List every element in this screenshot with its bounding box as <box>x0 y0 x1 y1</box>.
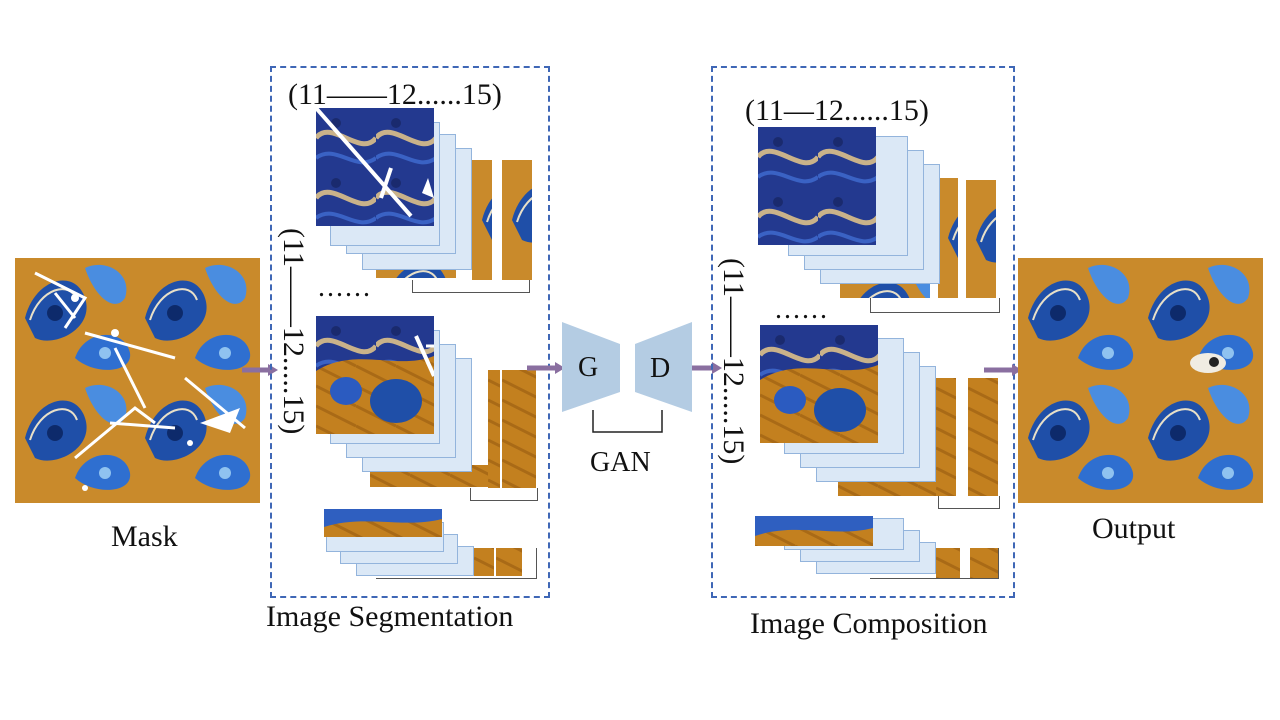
seg-strip-3b <box>496 548 522 576</box>
generator-label: G <box>578 352 599 383</box>
output-label: Output <box>1092 512 1176 545</box>
seg-strip-2b <box>502 370 536 488</box>
comp-strip-2a <box>936 378 956 496</box>
comp-strip-3a <box>936 548 960 578</box>
seg-bracket-2 <box>470 488 538 501</box>
comp-bracket-3 <box>870 548 999 579</box>
seg-strip-3a <box>474 548 494 576</box>
segmentation-range-side: (11——12.....15) <box>277 228 310 435</box>
generator-block <box>562 322 620 412</box>
seg-image-3 <box>324 509 442 537</box>
gan-diagram <box>562 322 692 433</box>
gan-label: GAN <box>590 447 651 478</box>
discriminator-label: D <box>650 353 671 384</box>
segmentation-ellipsis: ...... <box>318 272 372 303</box>
seg-strip-1c <box>502 160 532 280</box>
comp-bracket-2 <box>938 496 1000 509</box>
composition-box <box>711 66 1015 598</box>
seg-image-2 <box>316 316 434 434</box>
composition-range-top: (11—12......15) <box>745 94 929 127</box>
gan-bracket <box>592 410 663 433</box>
composition-range-side: (11——12.....15) <box>717 258 750 465</box>
arrow-gan-to-composition <box>692 362 722 374</box>
segmentation-range-top: (11——12......15) <box>288 78 502 111</box>
comp-strip-1c <box>966 180 996 298</box>
segmentation-label: Image Segmentation <box>266 600 514 633</box>
seg-bracket-1 <box>412 280 530 293</box>
mask-image-graphic <box>15 258 260 503</box>
seg-bracket-3 <box>376 548 537 579</box>
seg-image-1 <box>316 108 434 226</box>
discriminator-block <box>635 322 692 412</box>
comp-bracket-1 <box>870 298 1000 313</box>
segmentation-box <box>270 66 550 598</box>
mask-image <box>15 258 260 503</box>
arrow-composition-to-output <box>984 364 1022 376</box>
mask-label: Mask <box>111 520 178 553</box>
comp-strip-1b <box>938 178 958 298</box>
seg-strip-2a <box>488 370 500 488</box>
comp-strip-2b <box>968 378 998 496</box>
comp-strip-3b <box>970 548 998 578</box>
comp-image-3 <box>755 516 873 546</box>
arrow-segmentation-to-gan <box>527 362 565 374</box>
composition-label: Image Composition <box>750 607 988 640</box>
composition-ellipsis: ...... <box>775 294 829 325</box>
output-image <box>1018 258 1263 503</box>
comp-image-2 <box>760 325 878 443</box>
mask-scratches <box>34 271 246 460</box>
comp-image-1 <box>758 127 876 245</box>
seg-strip-1b <box>472 160 492 280</box>
